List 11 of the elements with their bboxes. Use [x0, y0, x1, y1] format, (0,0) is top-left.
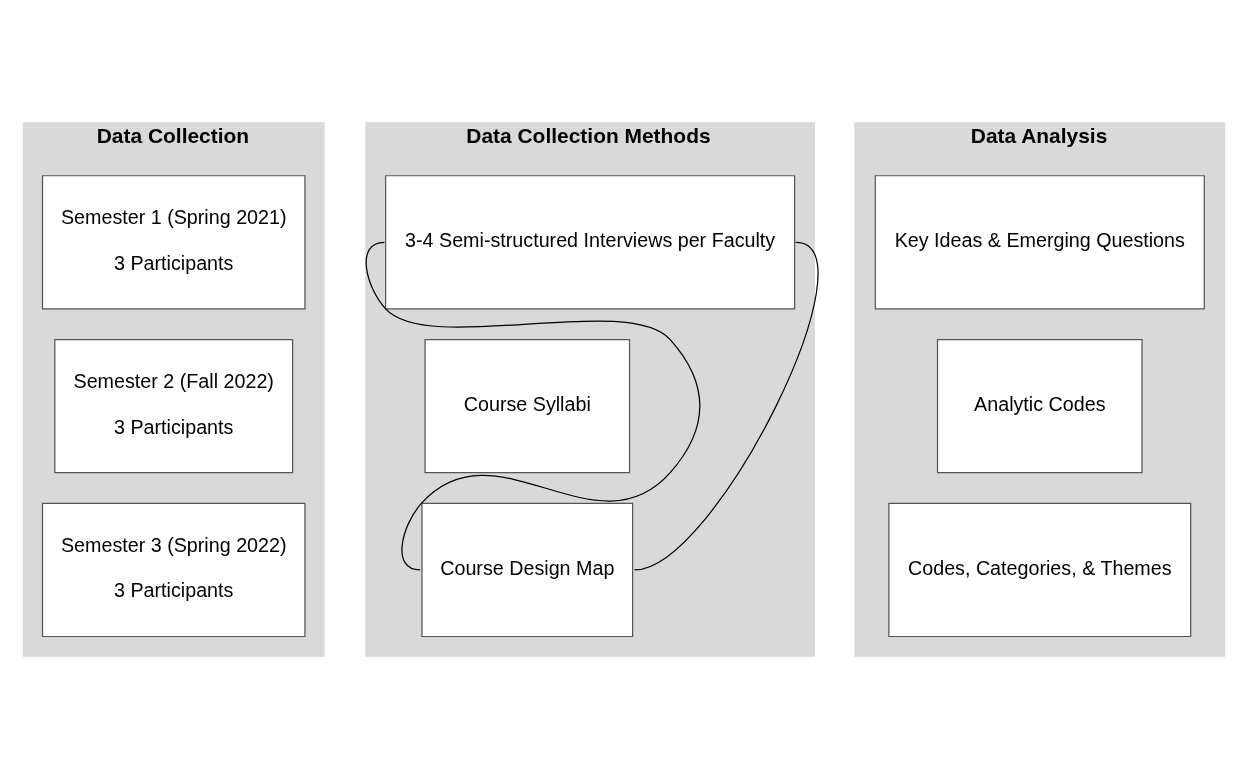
- node-box: Course Syllabi: [424, 339, 631, 474]
- node-box: Semester 2 (Fall 2022) 3 Participants: [54, 339, 294, 474]
- node-box: Semester 1 (Spring 2021) 3 Participants: [41, 175, 306, 310]
- connector: [633, 241, 819, 571]
- node-box: Codes, Categories, & Themes: [888, 502, 1192, 638]
- node-box: Key Ideas & Emerging Questions: [874, 175, 1205, 310]
- node-box: Semester 3 (Spring 2022) 3 Participants: [41, 502, 306, 638]
- node-box: Course Design Map: [421, 502, 634, 638]
- connector: [365, 241, 701, 571]
- node-box: 3-4 Semi-structured Interviews per Faculty: [385, 175, 796, 310]
- node-box: Analytic Codes: [936, 339, 1143, 474]
